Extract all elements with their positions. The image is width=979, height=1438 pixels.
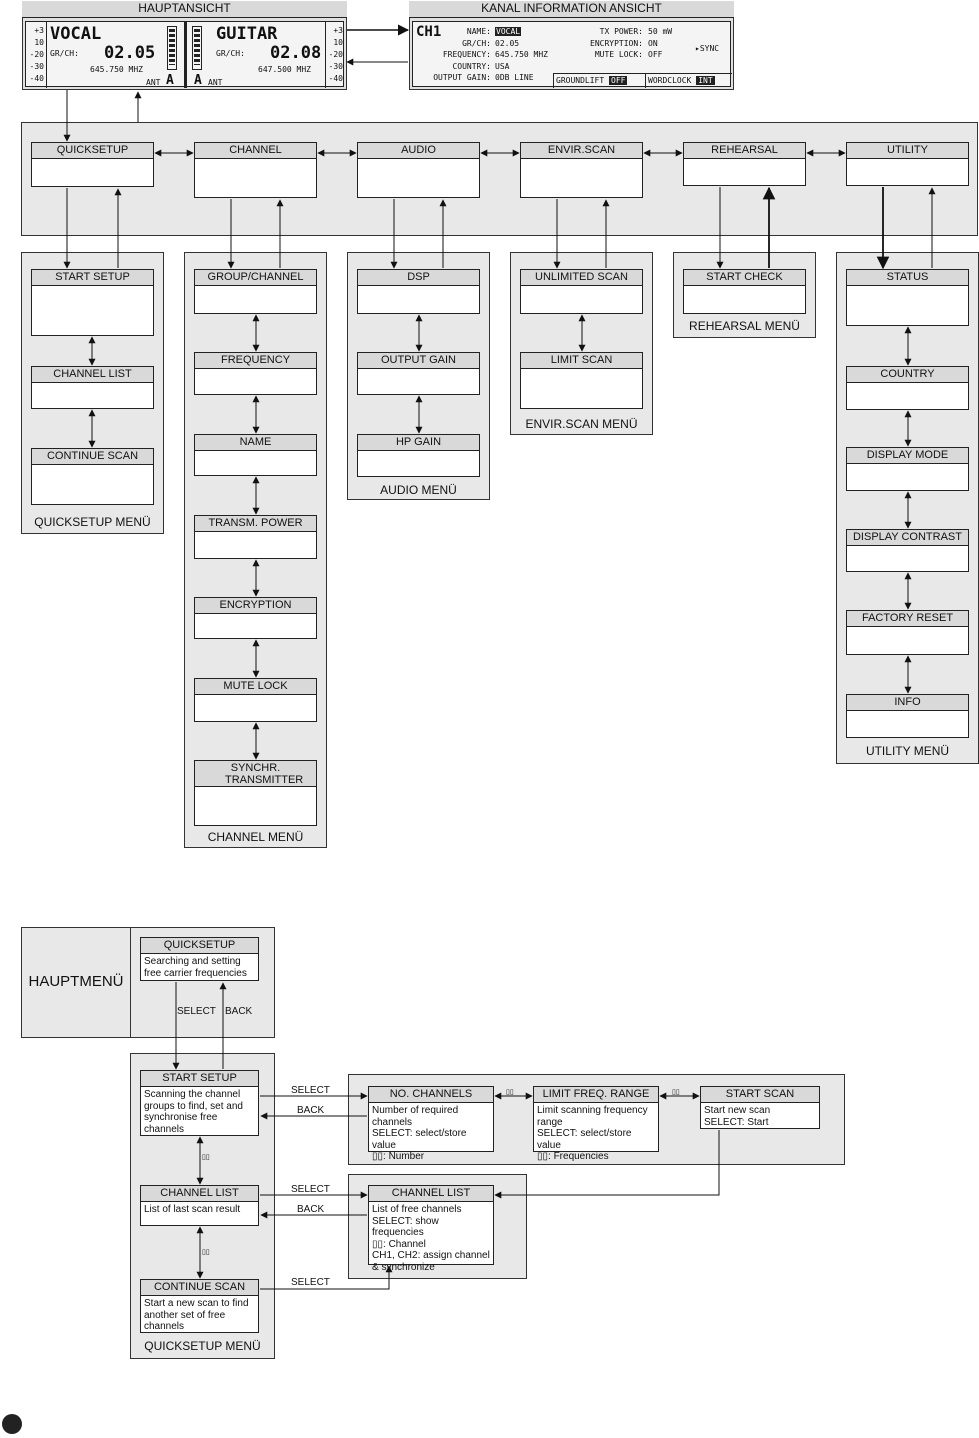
back-label: BACK xyxy=(225,1006,253,1017)
panel-caption: QUICKSETUP MENÜ xyxy=(34,515,151,529)
divider xyxy=(645,73,646,88)
panel-caption: UTILITY MENÜ xyxy=(865,744,950,758)
item-country[interactable]: COUNTRY xyxy=(846,366,969,410)
item-continue-scan[interactable]: CONTINUE SCAN xyxy=(31,448,154,505)
select-label: SELECT xyxy=(291,1085,330,1096)
ch1-ant-letter: A xyxy=(166,73,174,88)
item-encryption[interactable]: ENCRYPTION xyxy=(194,597,317,639)
akg-logo-icon xyxy=(2,1414,22,1434)
battery-icon xyxy=(167,26,177,70)
ch1-ant-label: ANT xyxy=(146,78,161,87)
select-label: SELECT xyxy=(177,1006,216,1017)
select-label: SELECT xyxy=(291,1184,330,1195)
menu-quicksetup[interactable]: QUICKSETUP xyxy=(31,142,154,187)
menu-title: REHEARSAL xyxy=(684,143,805,159)
menu-utility[interactable]: UTILITY xyxy=(846,142,969,186)
item-synchr-transmitter[interactable]: SYNCHR. TRANSMITTER xyxy=(194,760,317,826)
kanal-right-values: 50 mW ON OFF xyxy=(648,27,673,59)
item-display-mode[interactable]: DISPLAY MODE xyxy=(846,447,969,491)
panel-caption: QUICKSETUP MENÜ xyxy=(144,1339,261,1353)
menu-title: QUICKSETUP xyxy=(32,143,153,159)
ch2-ant-letter: A xyxy=(194,73,202,88)
item-start-setup[interactable]: START SETUP xyxy=(31,269,154,336)
item-hp-gain[interactable]: HP GAIN xyxy=(357,434,480,477)
item-limit-scan[interactable]: LIMIT SCAN xyxy=(520,352,643,409)
back-label: BACK xyxy=(297,1204,325,1215)
kanal-left-values: VOCAL 02.05 645.750 MHZ USA 0DB LINE xyxy=(495,27,548,82)
detail-no-channels[interactable]: NO. CHANNELS Number of required channels… xyxy=(368,1086,494,1162)
item-status[interactable]: STATUS xyxy=(846,269,969,326)
panel-caption: CHANNEL MENÜ xyxy=(207,830,304,844)
ch2-grch: 02.08 xyxy=(270,43,322,63)
detail-quicksetup[interactable]: QUICKSETUP Searching and setting free ca… xyxy=(140,937,259,981)
item-name[interactable]: NAME xyxy=(194,434,317,476)
menu-audio[interactable]: AUDIO xyxy=(357,142,480,198)
ch2-grch-label: GR/CH: xyxy=(216,49,245,58)
ch1-frequency: 645.750 MHZ xyxy=(90,65,143,74)
ch2-ant-label: ANT xyxy=(208,78,223,87)
panel-caption: ENVIR.SCAN MENÜ xyxy=(525,417,638,431)
menu-envir-scan[interactable]: ENVIR.SCAN xyxy=(520,142,643,198)
item-channel-list[interactable]: CHANNEL LIST xyxy=(31,366,154,409)
menu-channel[interactable]: CHANNEL xyxy=(194,142,317,198)
hauptmenu-label: HAUPTMENÜ xyxy=(28,973,124,990)
item-group-channel[interactable]: GROUP/CHANNEL xyxy=(194,269,317,314)
detail-continue-scan[interactable]: CONTINUE SCAN Start a new scan to find a… xyxy=(140,1279,259,1333)
ch1-grch-label: GR/CH: xyxy=(50,49,79,58)
divider xyxy=(46,22,47,88)
channel-id: CH1 xyxy=(416,24,442,40)
main-menu-bar xyxy=(21,122,978,236)
divider xyxy=(553,73,732,74)
detail-channel-list-free[interactable]: CHANNEL LIST List of free channels SELEC… xyxy=(368,1185,494,1273)
sync-indicator: ▸SYNC xyxy=(695,44,720,53)
menu-title: UTILITY xyxy=(847,143,968,159)
menu-title: AUDIO xyxy=(358,143,479,159)
hauptansicht-title: HAUPTANSICHT xyxy=(22,1,347,18)
kanal-right-labels: TX POWER: ENCRYPTION: MUTE LOCK: xyxy=(590,27,643,59)
item-factory-reset[interactable]: FACTORY RESET xyxy=(846,610,969,655)
detail-channel-list[interactable]: CHANNEL LIST List of last scan result xyxy=(140,1185,259,1226)
ch1-grch: 02.05 xyxy=(104,43,156,63)
panel-caption: AUDIO MENÜ xyxy=(380,483,457,497)
item-mute-lock[interactable]: MUTE LOCK xyxy=(194,678,317,722)
panel-caption: REHEARSAL MENÜ xyxy=(689,319,800,333)
updown-key-icon: ▯▯ xyxy=(202,1249,210,1256)
detail-limit-freq-range[interactable]: LIMIT FREQ. RANGE Limit scanning frequen… xyxy=(533,1086,659,1162)
item-transm-power[interactable]: TRANSM. POWER xyxy=(194,515,317,559)
back-label: BACK xyxy=(297,1105,325,1116)
select-label: SELECT xyxy=(291,1277,330,1288)
updown-key-icon: ▯▯ xyxy=(202,1154,210,1161)
kanal-info-title: KANAL INFORMATION ANSICHT xyxy=(409,1,734,18)
ch1-name: VOCAL xyxy=(50,24,102,44)
divider xyxy=(184,22,187,88)
item-dsp[interactable]: DSP xyxy=(357,269,480,314)
wordclock-status: WORDCLOCK INT xyxy=(648,76,715,85)
item-display-contrast[interactable]: DISPLAY CONTRAST xyxy=(846,529,969,572)
item-unlimited-scan[interactable]: UNLIMITED SCAN xyxy=(520,269,643,314)
ch2-frequency: 647.500 MHZ xyxy=(258,65,311,74)
kanal-info-display: CH1 NAME: GR/CH: FREQUENCY: COUNTRY: OUT… xyxy=(412,21,732,88)
kanal-left-labels: NAME: GR/CH: FREQUENCY: COUNTRY: OUTPUT … xyxy=(433,27,491,82)
divider xyxy=(130,928,131,1037)
divider xyxy=(553,73,554,88)
menu-title: CHANNEL xyxy=(195,143,316,159)
kanal-info-panel: KANAL INFORMATION ANSICHT CH1 NAME: GR/C… xyxy=(409,1,734,90)
ch2-name: GUITAR xyxy=(216,24,278,44)
item-frequency[interactable]: FREQUENCY xyxy=(194,352,317,395)
detail-start-scan[interactable]: START SCAN Start new scan SELECT: Start xyxy=(700,1086,820,1129)
item-info[interactable]: INFO xyxy=(846,694,969,738)
groundlift-status: GROUNDLIFT OFF xyxy=(556,76,628,85)
menu-title: ENVIR.SCAN xyxy=(521,143,642,159)
menu-rehearsal[interactable]: REHEARSAL xyxy=(683,142,806,186)
item-start-check[interactable]: START CHECK xyxy=(683,269,806,314)
divider xyxy=(325,22,326,88)
item-output-gain[interactable]: OUTPUT GAIN xyxy=(357,352,480,395)
detail-start-setup[interactable]: START SETUP Scanning the channel groups … xyxy=(140,1070,259,1136)
battery-icon xyxy=(192,26,202,70)
